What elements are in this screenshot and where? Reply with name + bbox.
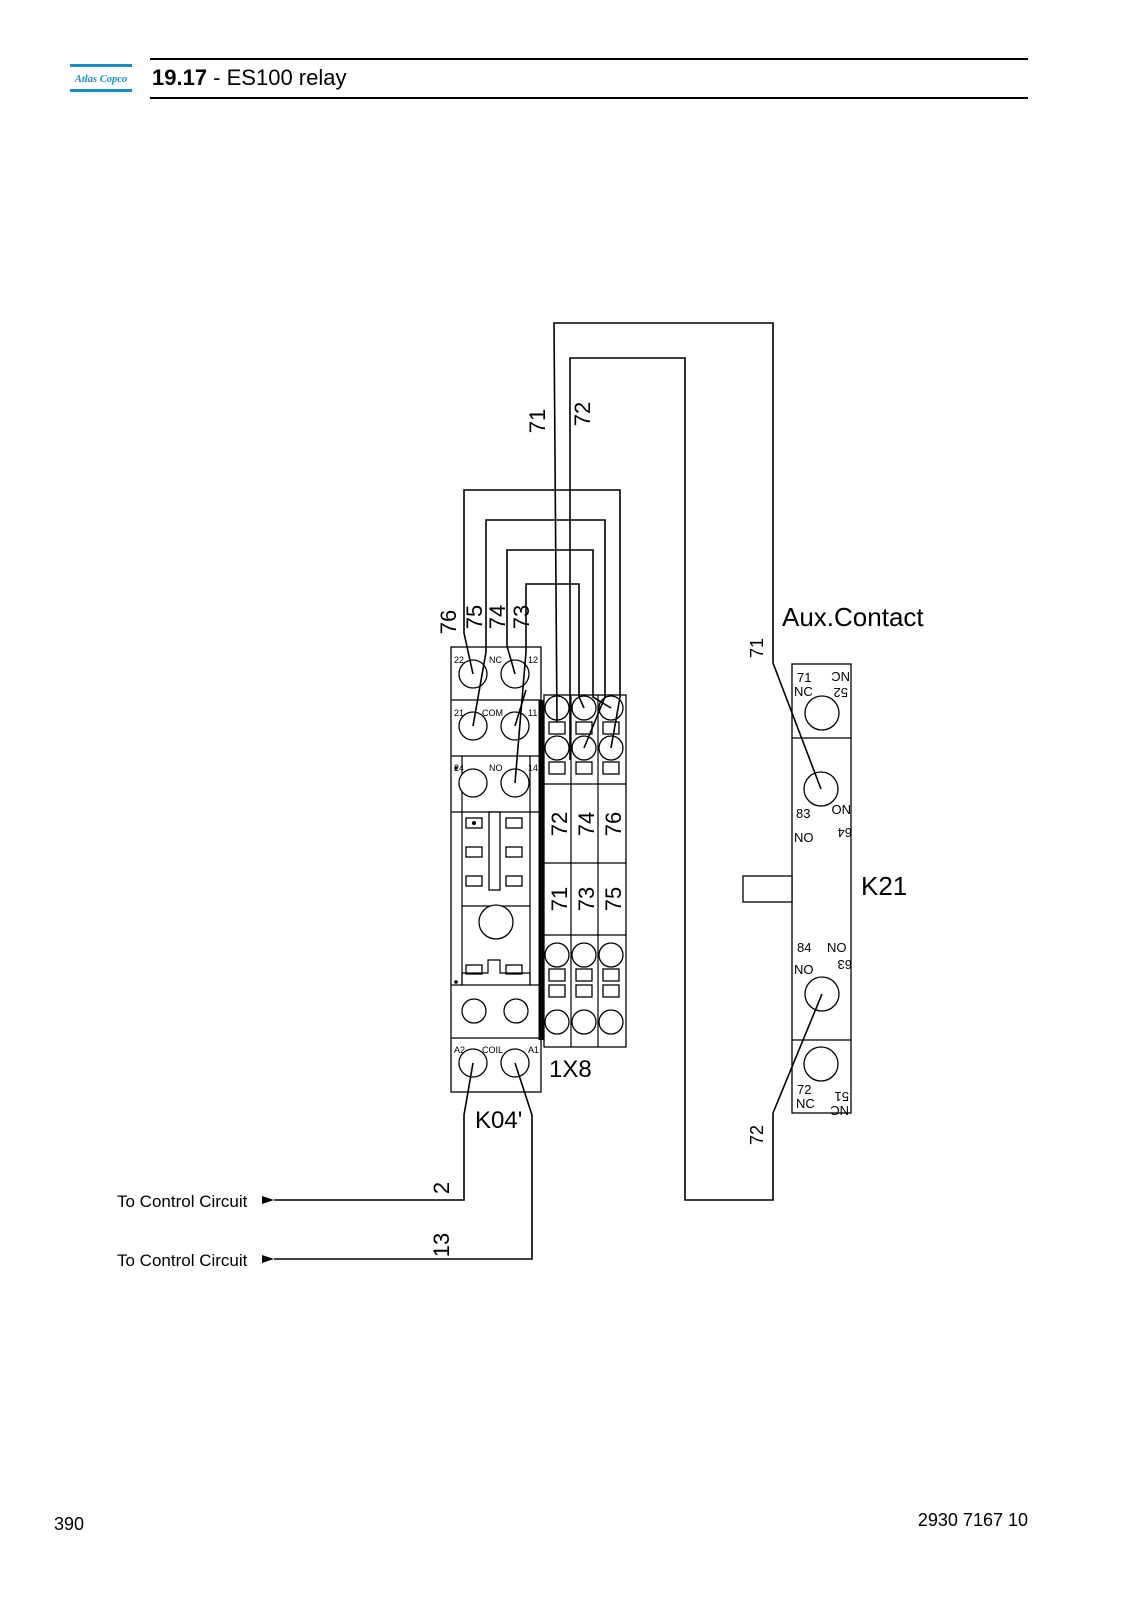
aux-top-52: 52 (834, 685, 848, 700)
aux-low-no-2: NO (794, 962, 814, 977)
wire-label-73: 73 (509, 605, 534, 629)
relay-t-24: 24 (454, 763, 464, 773)
tb-label-75: 75 (601, 887, 626, 911)
aux-mid-83: 83 (796, 806, 810, 821)
wire-73-bridge (514, 689, 527, 727)
wires (262, 322, 823, 1263)
tb-label-72: 72 (547, 812, 572, 836)
wire-76 (463, 489, 621, 749)
header-rule-top (150, 58, 1028, 60)
aux-mid-64: 64 (838, 825, 852, 840)
relay-indicator (478, 904, 514, 940)
tb-screw-3-2 (571, 942, 597, 968)
aux-contact-k21: 71 NC 52 NC 83 NO 64 NO 84 NO 63 NO 72 N… (742, 602, 924, 1118)
control-circuit-label-1: To Control Circuit (117, 1192, 248, 1211)
relay-t-a2: A2 (454, 1045, 465, 1055)
aux-mid-no: NO (794, 830, 814, 845)
aux-low-84: 84 (797, 940, 811, 955)
page-header: Atlas Copco 19.17 - ES100 relay (68, 58, 1028, 100)
relay-t-a1: A1 (528, 1045, 539, 1055)
tb-screw-2-1 (544, 735, 570, 761)
aux-contact-device-name: K21 (861, 871, 907, 901)
aux-top-71: 71 (797, 670, 811, 685)
aux-low-63: 63 (838, 957, 852, 972)
wire-label-71-aux: 71 (747, 638, 767, 658)
tb-label-76: 76 (601, 812, 626, 836)
wire-label-71-top: 71 (525, 409, 550, 433)
wire-label-75: 75 (462, 605, 487, 629)
relay-hole-left (461, 998, 487, 1024)
relay-hole-right (503, 998, 529, 1024)
relay-t-22: 22 (454, 655, 464, 665)
page-number: 390 (54, 1514, 85, 1534)
section-number: 19.17 (152, 65, 208, 90)
aux-bottom-51: 51 (835, 1089, 849, 1104)
wire-label-72-top: 72 (570, 402, 595, 426)
wire-label-76: 76 (436, 610, 461, 634)
relay-t-21: 21 (454, 708, 464, 718)
aux-top-nc-flip: NC (831, 669, 850, 684)
atlas-copco-logo: Atlas Copco (70, 64, 132, 92)
aux-screw-4 (803, 1046, 839, 1082)
section-separator: - (207, 65, 227, 90)
tb-label-71: 71 (547, 887, 572, 911)
relay-screw-24 (458, 768, 488, 798)
relay-t-coil: COIL (482, 1045, 503, 1055)
tb-screw-4-1 (544, 1009, 570, 1035)
aux-contact-actuator (742, 875, 793, 903)
section-title: 19.17 - ES100 relay (152, 65, 346, 91)
relay-t-com: COM (482, 708, 503, 718)
aux-low-no: NO (827, 940, 847, 955)
terminal-block-name: 1X8 (549, 1056, 592, 1083)
relay-t-no: NO (489, 763, 503, 773)
wire-13 (262, 1062, 533, 1263)
aux-bottom-nc: NC (796, 1096, 815, 1111)
relay-t-11: 11 (528, 708, 537, 718)
section-name: ES100 relay (226, 65, 347, 90)
aux-contact-title: Aux.Contact (782, 602, 924, 632)
relay-t-12: 12 (528, 655, 538, 665)
wire-labels: 71 72 76 75 74 73 71 72 2 13 (429, 402, 767, 1257)
aux-bottom-nc-flip: NC (830, 1103, 849, 1118)
relay-t-nc: NC (489, 655, 502, 665)
aux-top-nc: NC (794, 684, 813, 699)
logo-text: Atlas Copco (74, 74, 127, 85)
control-circuit-label-2: To Control Circuit (117, 1251, 248, 1270)
aux-screw-1 (804, 695, 840, 731)
wire-label-13: 13 (429, 1233, 454, 1257)
document-number: 2930 7167 10 (917, 1510, 1028, 1530)
wire-73 (514, 583, 585, 784)
relay-t-14: 14 (528, 763, 538, 773)
wire-71 (553, 322, 822, 790)
wire-74 (506, 549, 612, 709)
wire-label-74: 74 (485, 605, 510, 629)
wire-label-2: 2 (429, 1182, 454, 1194)
terminal-block-1x8: 72 74 76 71 73 75 1X8 (543, 694, 627, 1083)
relay-k04: 22 NC 12 21 COM 11 24 NO 14 A2 COIL A1 (450, 646, 544, 1093)
wire-2 (262, 1062, 474, 1204)
tb-screw-4-3 (598, 1009, 624, 1035)
tb-screw-3-1 (544, 942, 570, 968)
aux-bottom-72: 72 (797, 1082, 811, 1097)
aux-mid-no-flip: NO (832, 802, 852, 817)
relay-name: K04' (475, 1107, 522, 1134)
tb-label-73: 73 (574, 887, 599, 911)
tb-screw-3-3 (598, 942, 624, 968)
header-rule-bottom (150, 97, 1028, 99)
tb-label-74: 74 (574, 812, 599, 836)
tb-screw-4-2 (571, 1009, 597, 1035)
wire-72 (569, 357, 823, 1201)
wire-label-72-aux: 72 (747, 1125, 767, 1145)
wire-75 (472, 519, 606, 749)
